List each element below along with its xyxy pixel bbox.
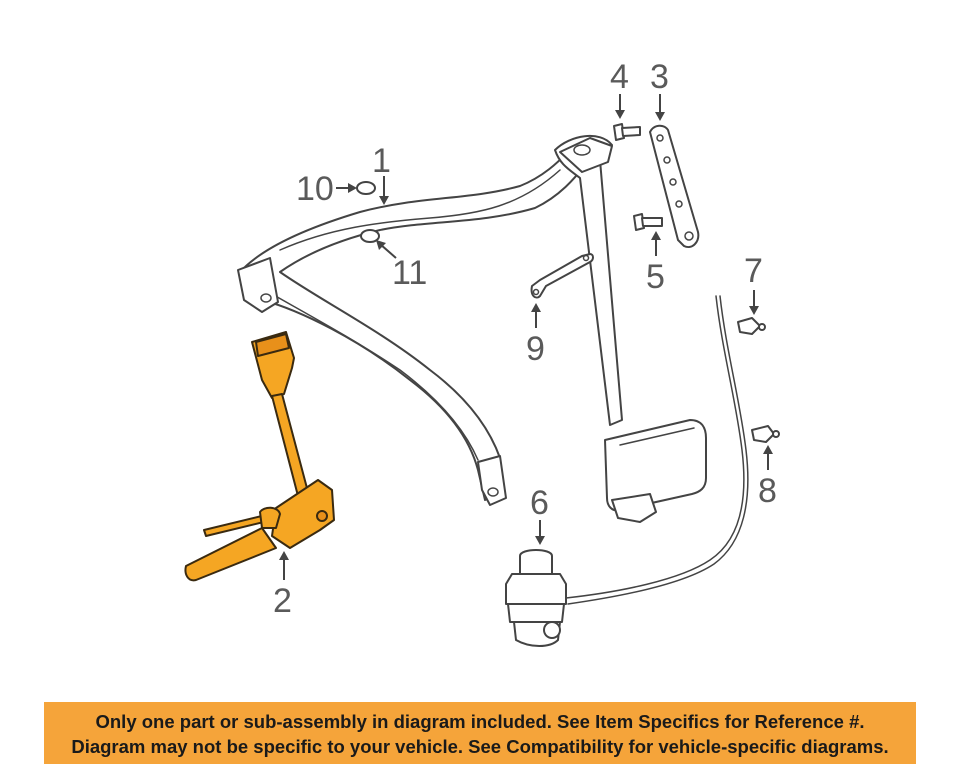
callout-9: 9	[526, 330, 545, 368]
disclaimer-line-1: Only one part or sub-assembly in diagram…	[95, 711, 865, 732]
part-2-buckle-highlighted	[184, 331, 335, 582]
callout-10: 10	[296, 170, 334, 208]
part-1-seat-belt-webbing	[237, 149, 586, 506]
part-5-bolt	[633, 213, 663, 231]
callout-2: 2	[273, 582, 292, 620]
part-3-height-adjuster	[649, 124, 700, 248]
part-6-pretensioner	[505, 295, 749, 647]
disclaimer-banner: Only one part or sub-assembly in diagram…	[44, 702, 916, 764]
callout-4: 4	[610, 58, 629, 96]
disclaimer-line-2: Diagram may not be specific to your vehi…	[71, 736, 889, 757]
callout-11: 11	[392, 254, 427, 292]
part-11-cap	[360, 229, 380, 243]
callout-5: 5	[646, 258, 665, 296]
part-8-clip	[751, 425, 780, 443]
part-7-clip	[737, 317, 766, 335]
callout-6: 6	[530, 484, 549, 522]
part-4-bolt	[613, 123, 641, 141]
retractor-assembly	[604, 419, 707, 523]
callout-7: 7	[744, 252, 763, 290]
callout-3: 3	[650, 58, 669, 96]
callout-1: 1	[372, 142, 391, 180]
part-10-cap	[356, 181, 376, 195]
retractor-webbing	[554, 134, 623, 426]
callout-8: 8	[758, 472, 777, 510]
part-9-bracket	[530, 253, 594, 299]
